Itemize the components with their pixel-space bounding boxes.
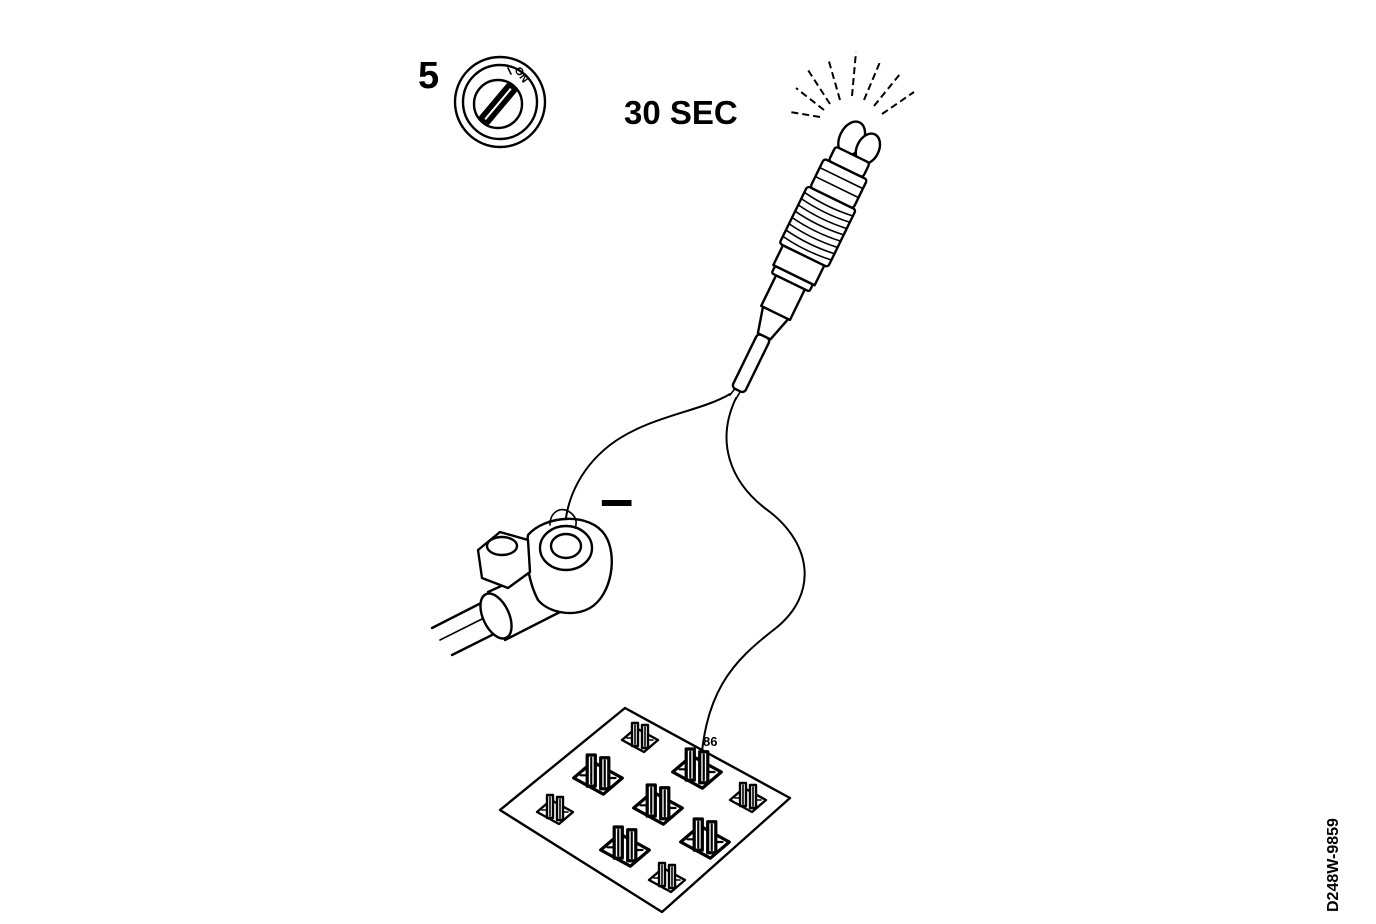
ignition-key-slot bbox=[478, 82, 518, 126]
collar-line bbox=[814, 175, 860, 199]
battery-post-top bbox=[549, 532, 583, 560]
thread-line bbox=[803, 191, 854, 217]
lamp-probe-tube bbox=[731, 333, 771, 394]
light-ray bbox=[789, 111, 821, 118]
thread-line bbox=[791, 216, 842, 242]
ground-lead-wire bbox=[563, 393, 731, 541]
figure-reference-code: D248W-9859 bbox=[1325, 818, 1342, 912]
battery-cable-edge-top bbox=[430, 598, 489, 630]
test-lamp-icon bbox=[729, 120, 882, 401]
key-slot-highlight bbox=[484, 88, 512, 120]
light-ray bbox=[827, 57, 841, 101]
thread-line bbox=[782, 235, 833, 261]
lamp-socket-neck bbox=[828, 146, 870, 178]
light-ray bbox=[807, 69, 831, 105]
thread-line bbox=[788, 222, 839, 249]
battery-clamp-clip bbox=[549, 508, 577, 529]
relay-socket-icon bbox=[498, 706, 792, 914]
battery-clamp-sleeve-end bbox=[479, 592, 513, 640]
light-ray bbox=[873, 73, 901, 107]
relay-terminal-label: 86 bbox=[703, 734, 717, 749]
collar-line bbox=[818, 166, 864, 190]
battery-terminal-icon bbox=[430, 508, 613, 657]
battery-clamp-nut-face bbox=[485, 535, 519, 557]
thread-line bbox=[794, 210, 845, 236]
ignition-position-tick bbox=[507, 67, 512, 75]
step-number: 5 bbox=[418, 55, 439, 97]
thread-line bbox=[800, 197, 851, 224]
light-ray bbox=[881, 91, 915, 115]
thread-line bbox=[797, 204, 848, 230]
light-ray bbox=[851, 51, 857, 97]
ignition-switch-icon: ON bbox=[453, 55, 547, 149]
light-ray bbox=[863, 61, 881, 101]
battery-polarity-label: – bbox=[600, 465, 633, 532]
light-ray bbox=[795, 87, 825, 111]
thread-line bbox=[785, 229, 836, 255]
light-rays bbox=[789, 51, 915, 118]
duration-label: 30 SEC bbox=[624, 94, 738, 131]
relay-lead-wire bbox=[699, 397, 806, 783]
